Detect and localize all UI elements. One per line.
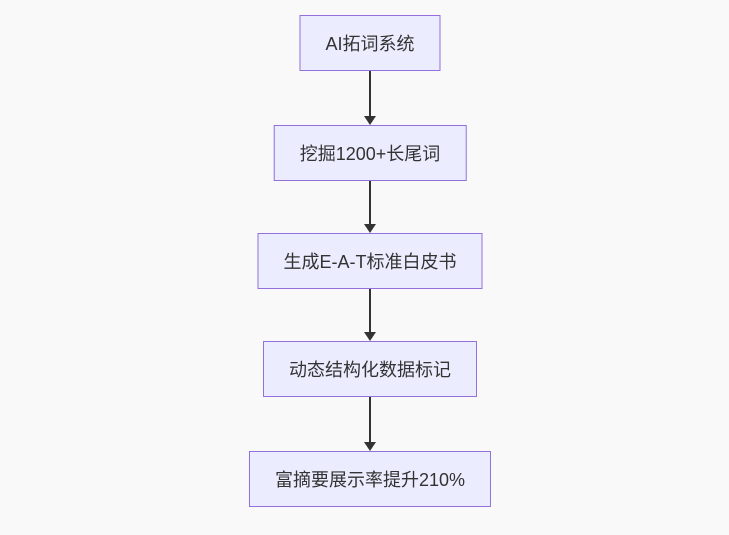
flow-node-structured-data: 动态结构化数据标记	[263, 341, 477, 397]
arrow-line	[369, 397, 371, 446]
arrowhead-down-icon	[364, 116, 376, 125]
arrowhead-down-icon	[364, 332, 376, 341]
edge-arrow-3	[363, 289, 377, 341]
edge-arrow-2	[363, 181, 377, 233]
arrowhead-down-icon	[364, 224, 376, 233]
edge-arrow-4	[363, 397, 377, 451]
arrow-line	[369, 289, 371, 336]
flow-node-rich-snippet: 富摘要展示率提升210%	[248, 451, 492, 507]
flow-node-ai-system: AI拓词系统	[299, 15, 441, 71]
arrow-line	[369, 181, 371, 228]
arrowhead-down-icon	[364, 442, 376, 451]
flow-node-whitepaper: 生成E-A-T标准白皮书	[257, 233, 483, 289]
edge-arrow-1	[363, 71, 377, 125]
arrow-line	[369, 71, 371, 120]
flow-node-keyword-mining: 挖掘1200+长尾词	[273, 125, 467, 181]
